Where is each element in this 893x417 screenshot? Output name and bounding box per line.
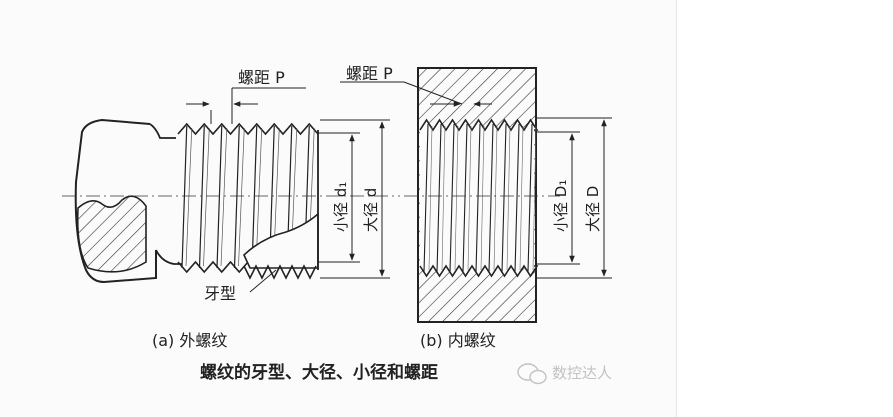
tooth-profile-label: 牙型: [204, 284, 236, 303]
internal-helix-line: [475, 123, 481, 273]
internal-helix-line-inner: [428, 125, 433, 271]
tooth-profile-teeth: [243, 264, 317, 280]
external-helix-line-inner: [203, 127, 210, 267]
external-minor-dia-label: 小径 d₁: [332, 182, 350, 232]
internal-helix-line: [501, 123, 507, 273]
external-top-crest: [177, 122, 319, 136]
caption-internal: (b) 内螺纹: [420, 331, 496, 350]
watermark: 数控达人: [517, 363, 612, 385]
tooth-profile-leader: [249, 269, 277, 293]
internal-helix-line: [488, 123, 494, 273]
caption-external: (a) 外螺纹: [152, 331, 227, 350]
external-helix-line: [181, 125, 188, 269]
internal-helix-line: [449, 123, 455, 273]
internal-helix-line-inner: [506, 125, 511, 271]
blank-side-panel: [676, 0, 893, 417]
internal-helix-line: [527, 123, 533, 273]
internal-pitch-label: 螺距 P: [346, 64, 393, 83]
external-helix-line: [216, 125, 223, 269]
tooth-profile-cutaway: [243, 212, 319, 269]
external-pitch-label: 螺距 P: [238, 68, 285, 87]
external-helix-line: [251, 125, 258, 269]
internal-thread-lines: [419, 118, 539, 278]
external-thread-figure: 螺距 P 小径 d₁ 大径 d 牙型: [62, 68, 400, 303]
internal-helix-line-inner: [454, 125, 459, 271]
internal-helix-line: [514, 123, 520, 273]
internal-thread-figure: 螺距 P 小径 D₁ 大径 D: [340, 64, 612, 323]
shaft-neck: [149, 123, 182, 265]
internal-major-dia-label: 大径 D: [584, 186, 602, 232]
internal-helix-line-inner: [532, 125, 537, 271]
internal-helix-line: [462, 123, 468, 273]
external-helix-line: [198, 125, 205, 269]
external-helix-line-inner: [220, 127, 228, 267]
internal-helix-line: [436, 123, 442, 273]
external-helix-line-inner: [255, 127, 263, 267]
internal-helix-line-inner: [493, 125, 498, 271]
internal-helix-line-inner: [467, 125, 472, 271]
internal-helix-line-inner: [480, 125, 485, 271]
watermark-text: 数控达人: [552, 364, 612, 382]
shaft-break-section: [76, 195, 147, 273]
internal-pitch-leader-2: [403, 81, 463, 105]
internal-helix-line: [423, 123, 429, 273]
wechat-icon: [517, 363, 547, 385]
internal-helix-line-inner: [441, 125, 446, 271]
external-thread-lines: [177, 122, 319, 274]
internal-minor-dia-label: 小径 D₁: [552, 180, 570, 232]
external-helix-line: [233, 125, 240, 269]
external-major-dia-label: 大径 d: [362, 188, 380, 232]
external-helix-line-inner: [238, 127, 245, 267]
figure-caption: 螺纹的牙型、大径、小径和螺距: [200, 362, 438, 383]
external-bottom-crest: [177, 260, 249, 274]
external-helix-line-inner: [185, 127, 193, 267]
internal-helix-line-inner: [519, 125, 524, 271]
internal-bottom-teeth: [419, 264, 539, 278]
